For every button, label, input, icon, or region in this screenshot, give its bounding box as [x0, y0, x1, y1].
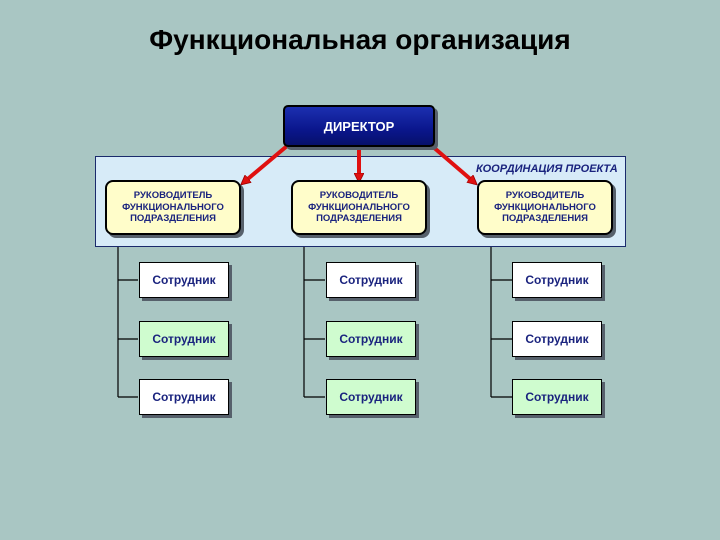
- manager-box-2: РУКОВОДИТЕЛЬ ФУНКЦИОНАЛЬНОГО ПОДРАЗДЕЛЕН…: [291, 180, 427, 235]
- staff-tree-3: [490, 247, 512, 398]
- manager-box-1: РУКОВОДИТЕЛЬ ФУНКЦИОНАЛЬНОГО ПОДРАЗДЕЛЕН…: [105, 180, 241, 235]
- staff-box: Сотрудник: [139, 262, 229, 298]
- staff-box: Сотрудник: [326, 321, 416, 357]
- coordination-label: КООРДИНАЦИЯ ПРОЕКТА: [476, 163, 618, 175]
- director-box: ДИРЕКТОР: [283, 105, 435, 147]
- staff-box: Сотрудник: [512, 379, 602, 415]
- staff-box: Сотрудник: [139, 379, 229, 415]
- staff-box: Сотрудник: [326, 379, 416, 415]
- arrow-to-manager-1: [243, 144, 289, 183]
- staff-box: Сотрудник: [512, 262, 602, 298]
- arrow-to-manager-3: [430, 144, 475, 183]
- staff-box: Сотрудник: [326, 262, 416, 298]
- staff-box: Сотрудник: [139, 321, 229, 357]
- staff-box: Сотрудник: [512, 321, 602, 357]
- staff-tree-2: [303, 247, 325, 398]
- staff-tree-1: [117, 247, 138, 398]
- manager-box-3: РУКОВОДИТЕЛЬ ФУНКЦИОНАЛЬНОГО ПОДРАЗДЕЛЕН…: [477, 180, 613, 235]
- page-title: Функциональная организация: [149, 24, 571, 55]
